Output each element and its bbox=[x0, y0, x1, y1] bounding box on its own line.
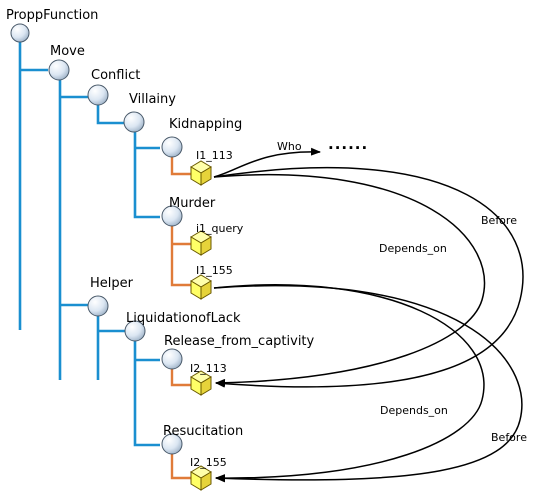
label-before-2: Before bbox=[491, 431, 527, 444]
relation-who-arrow bbox=[213, 147, 321, 178]
instance-line-i1-155 bbox=[170, 224, 195, 287]
instance-cube-i2-155[interactable] bbox=[190, 465, 212, 491]
class-hierarchy-lines bbox=[18, 40, 160, 447]
instance-cube-i1-155[interactable] bbox=[190, 274, 212, 300]
tree-line-kidnapping-murder bbox=[133, 130, 160, 219]
tree-line-resuscitation bbox=[133, 340, 160, 447]
instance-cube-i1-query[interactable] bbox=[190, 230, 212, 256]
relation-before-1-curve bbox=[213, 166, 524, 388]
label-propp-function: ProppFunction bbox=[6, 8, 98, 23]
class-node-conflict[interactable] bbox=[87, 84, 109, 106]
label-depends-on-1: Depends_on bbox=[379, 242, 447, 255]
relation-curves bbox=[213, 147, 524, 483]
class-node-root[interactable] bbox=[10, 23, 30, 43]
label-depends-on-2: Depends_on bbox=[380, 404, 448, 417]
label-murder: Murder bbox=[169, 196, 216, 211]
label-conflict: Conflict bbox=[91, 68, 140, 83]
label-helper: Helper bbox=[90, 276, 134, 291]
label-who: Who bbox=[277, 140, 302, 153]
label-resuscitation: Resucitation bbox=[163, 424, 243, 439]
class-labels: ProppFunction Move Conflict Villainy Kid… bbox=[6, 8, 315, 439]
instance-line-i1-113 bbox=[170, 155, 195, 176]
label-kidnapping: Kidnapping bbox=[169, 117, 242, 132]
class-node-release[interactable] bbox=[161, 348, 183, 370]
class-nodes bbox=[10, 23, 183, 455]
instance-cube-i2-113[interactable] bbox=[190, 370, 212, 396]
class-node-kidnapping[interactable] bbox=[161, 136, 183, 158]
class-node-move[interactable] bbox=[48, 59, 70, 81]
relation-before-2-curve bbox=[213, 284, 523, 483]
relation-depends-on-1-curve bbox=[213, 173, 486, 387]
class-node-resuscitation[interactable] bbox=[161, 433, 183, 455]
label-i1-113: I1_113 bbox=[196, 149, 233, 162]
class-node-villainy[interactable] bbox=[123, 111, 145, 133]
class-node-liquidation[interactable] bbox=[124, 320, 146, 342]
label-i1-query: i1_query bbox=[196, 222, 244, 235]
instance-line-i2-155 bbox=[170, 452, 195, 480]
label-before-1: Before bbox=[481, 214, 517, 227]
label-i2-155: I2_155 bbox=[190, 456, 227, 469]
relation-labels: Who ······ Before Depends_on Depends_on … bbox=[277, 139, 527, 444]
class-node-murder[interactable] bbox=[161, 205, 183, 227]
label-release: Release_from_captivity bbox=[164, 334, 315, 349]
label-move: Move bbox=[50, 44, 85, 59]
label-who-target: ······ bbox=[328, 139, 368, 157]
label-i1-155: I1_155 bbox=[196, 264, 233, 277]
tree-line-villainy bbox=[96, 104, 124, 125]
class-node-helper[interactable] bbox=[87, 295, 109, 317]
label-liquidation: LiquidationofLack bbox=[126, 311, 241, 326]
instance-cube-i1-113[interactable] bbox=[190, 160, 212, 186]
instance-line-i2-113 bbox=[170, 367, 195, 387]
instance-cubes bbox=[190, 160, 212, 491]
instance-labels: I1_113 i1_query I1_155 I2_113 I2_155 bbox=[190, 149, 244, 469]
label-villainy: Villainy bbox=[129, 92, 176, 107]
label-i2-113: I2_113 bbox=[190, 362, 227, 375]
